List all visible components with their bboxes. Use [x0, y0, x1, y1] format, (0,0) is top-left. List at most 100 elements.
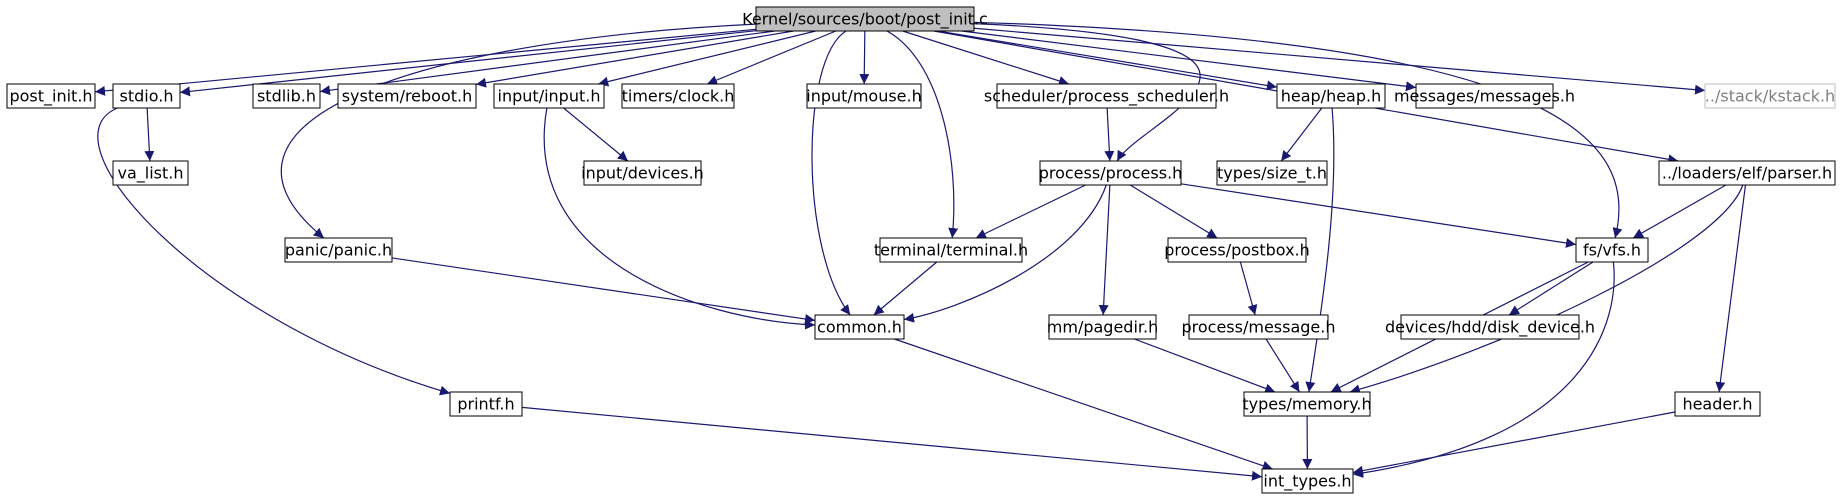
node-devices_h[interactable]: input/devices.h: [581, 160, 704, 186]
node-vfs_h[interactable]: fs/vfs.h: [1575, 237, 1649, 263]
node-box: [1216, 160, 1328, 186]
node-clock_h[interactable]: timers/clock.h: [621, 83, 735, 109]
node-label: Kernel/sources/boot/post_init.c: [742, 10, 988, 30]
edge-sched_h-to-process_h: [1104, 107, 1115, 162]
node-memory_h[interactable]: types/memory.h: [1242, 391, 1372, 417]
node-int_types_h[interactable]: int_types.h: [1261, 468, 1354, 494]
node-box: [879, 237, 1023, 263]
node-mouse_h[interactable]: input/mouse.h: [806, 83, 922, 109]
node-label: panic/panic.h: [285, 241, 392, 260]
node-box: [6, 83, 96, 109]
node-box: [806, 83, 922, 109]
edge-terminal_h-to-common_h: [873, 261, 938, 316]
node-box: [1243, 391, 1371, 417]
edge-post_init_c-to-post_init_h: [94, 28, 757, 96]
node-disk_h[interactable]: devices/hdd/disk_device.h: [1385, 314, 1595, 340]
node-label: input/mouse.h: [806, 87, 921, 106]
edge-parser_h-to-header_h: [1715, 184, 1747, 393]
node-box: [583, 160, 702, 186]
node-box: [1167, 237, 1307, 263]
node-label: ../loaders/elf/parser.h: [1662, 164, 1832, 183]
edge-process_h-to-pagedir_h: [1098, 184, 1111, 316]
edge-stdio_h-to-printf_h: [97, 107, 451, 396]
edge-post_init_c-to-stdlib_h: [319, 30, 775, 96]
node-label: stdlib.h: [257, 87, 316, 106]
node-common_h[interactable]: common.h: [814, 314, 905, 340]
node-label: input/devices.h: [581, 164, 704, 183]
node-box: [112, 83, 181, 109]
edge-process_h-to-vfs_h: [1180, 183, 1577, 248]
node-kstack_h[interactable]: ../stack/kstack.h: [1704, 83, 1836, 109]
edge-message_h-to-memory_h: [1265, 338, 1300, 393]
node-heap_h[interactable]: heap/heap.h: [1276, 83, 1386, 109]
node-label: printf.h: [457, 395, 514, 414]
node-printf_h[interactable]: printf.h: [449, 391, 523, 417]
edge-input_h-to-common_h: [543, 107, 816, 330]
node-label: stdio.h: [120, 87, 174, 106]
node-va_list_h[interactable]: va_list.h: [112, 160, 189, 186]
node-box: [755, 6, 975, 32]
node-box: [1039, 160, 1182, 186]
node-box: [1261, 468, 1354, 494]
edge-panic_h-to-common_h: [391, 257, 816, 324]
node-sched_h[interactable]: scheduler/process_scheduler.h: [984, 83, 1229, 109]
node-box: [337, 83, 477, 109]
node-input_h[interactable]: input/input.h: [493, 83, 605, 109]
node-box: [1674, 391, 1761, 417]
node-box: [252, 83, 321, 109]
node-terminal_h[interactable]: terminal/terminal.h: [874, 237, 1028, 263]
node-postbox_h[interactable]: process/postbox.h: [1164, 237, 1310, 263]
node-label: input/input.h: [498, 87, 601, 106]
edge-pagedir_h-to-memory_h: [1134, 338, 1276, 394]
node-label: ../stack/kstack.h: [1705, 87, 1835, 106]
node-messages_h[interactable]: messages/messages.h: [1394, 83, 1575, 109]
edge-post_init_c-to-sched_h: [902, 30, 1070, 86]
node-stdio_h[interactable]: stdio.h: [112, 83, 181, 109]
node-box: [1658, 160, 1836, 186]
edge-stdio_h-to-va_list_h: [144, 107, 155, 162]
edge-post_init_c-to-messages_h: [961, 30, 1417, 92]
node-pagedir_h[interactable]: mm/pagedir.h: [1047, 314, 1158, 340]
node-box: [1048, 314, 1157, 340]
node-label: devices/hdd/disk_device.h: [1385, 318, 1595, 338]
edge-post_init_c-to-terminal_h: [886, 30, 959, 239]
node-message_h[interactable]: process/message.h: [1181, 314, 1336, 340]
edge-post_init_c-to-stdio_h: [179, 30, 757, 97]
node-label: header.h: [1682, 395, 1752, 414]
node-label: mm/pagedir.h: [1047, 318, 1158, 337]
edge-vfs_h-to-int_types_h: [1352, 261, 1615, 478]
node-label: system/reboot.h: [342, 87, 473, 106]
node-box: [814, 314, 905, 340]
node-process_h[interactable]: process/process.h: [1039, 160, 1183, 186]
node-size_t_h[interactable]: types/size_t.h: [1216, 160, 1328, 186]
edge-process_h-to-terminal_h: [975, 184, 1086, 239]
edge-header_h-to-int_types_h: [1352, 411, 1676, 476]
edge-heap_h-to-memory_h: [1305, 107, 1335, 393]
edge-post_init_c-to-process_h: [973, 23, 1201, 162]
node-post_init_h[interactable]: post_init.h: [6, 83, 96, 109]
edge-process_h-to-postbox_h: [1129, 184, 1218, 239]
node-box: [621, 83, 735, 109]
node-label: types/memory.h: [1242, 395, 1371, 414]
edge-parser_h-to-memory_h: [1349, 184, 1744, 395]
node-label: terminal/terminal.h: [874, 241, 1028, 260]
node-parser_h[interactable]: ../loaders/elf/parser.h: [1658, 160, 1836, 186]
node-label: timers/clock.h: [622, 87, 735, 106]
edge-post_init_c-to-common_h: [811, 30, 851, 316]
node-box: [996, 83, 1217, 109]
node-header_h[interactable]: header.h: [1674, 391, 1761, 417]
edge-post_init_c-to-mouse_h: [859, 30, 870, 85]
node-panic_h[interactable]: panic/panic.h: [284, 237, 393, 263]
node-stdlib_h[interactable]: stdlib.h: [252, 83, 321, 109]
node-post_init_c[interactable]: Kernel/sources/boot/post_init.c: [742, 6, 988, 32]
node-box: [1575, 237, 1649, 263]
node-box: [1188, 314, 1329, 340]
node-box: [449, 391, 523, 417]
node-label: post_init.h: [9, 87, 92, 107]
node-box: [1415, 83, 1554, 109]
node-reboot_h[interactable]: system/reboot.h: [337, 83, 477, 109]
edge-post_init_c-to-kstack_h: [973, 27, 1706, 95]
node-label: fs/vfs.h: [1583, 241, 1641, 260]
node-label: va_list.h: [118, 164, 184, 184]
